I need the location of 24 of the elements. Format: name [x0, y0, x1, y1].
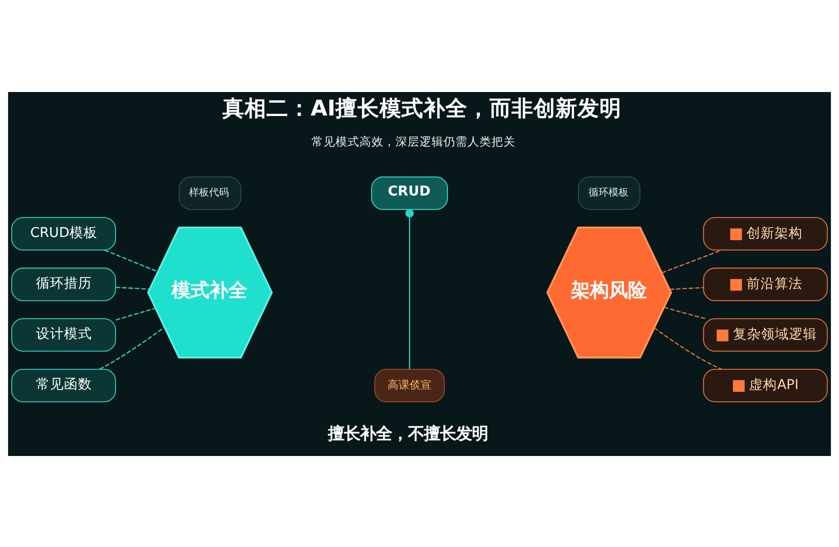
- node-box: CRUD: [371, 176, 448, 210]
- node-box: 虚构API: [703, 368, 828, 402]
- connector: [654, 326, 722, 370]
- connector: [116, 307, 156, 320]
- node-box: 循环措历: [11, 267, 116, 301]
- node-box: 创新架构: [703, 216, 828, 250]
- node-box: 循环模板: [578, 176, 640, 210]
- node-box: 复杂领域逻辑: [703, 318, 828, 352]
- label: 常见模式高效，深层逻辑仍需人类把关: [312, 134, 516, 148]
- node-box: 样板代码: [178, 176, 242, 210]
- connector: [670, 286, 704, 290]
- node-box: CRUD模板: [11, 216, 116, 250]
- connector: [405, 208, 414, 369]
- node-box: 前沿算法: [703, 267, 828, 301]
- node-box: 高课倓宣: [374, 368, 445, 402]
- connector: [99, 326, 165, 370]
- caption: 擅长补全，不擅长发明: [328, 424, 488, 443]
- connector: [104, 249, 158, 272]
- diagram-title: 真相二：AI擅长模式补全，而非创新发明: [222, 96, 622, 122]
- connector: [662, 249, 722, 273]
- node-box: 常见函数: [11, 368, 116, 402]
- connector: [664, 306, 706, 319]
- connector: [116, 286, 150, 290]
- node-box: 设计模式: [11, 318, 116, 352]
